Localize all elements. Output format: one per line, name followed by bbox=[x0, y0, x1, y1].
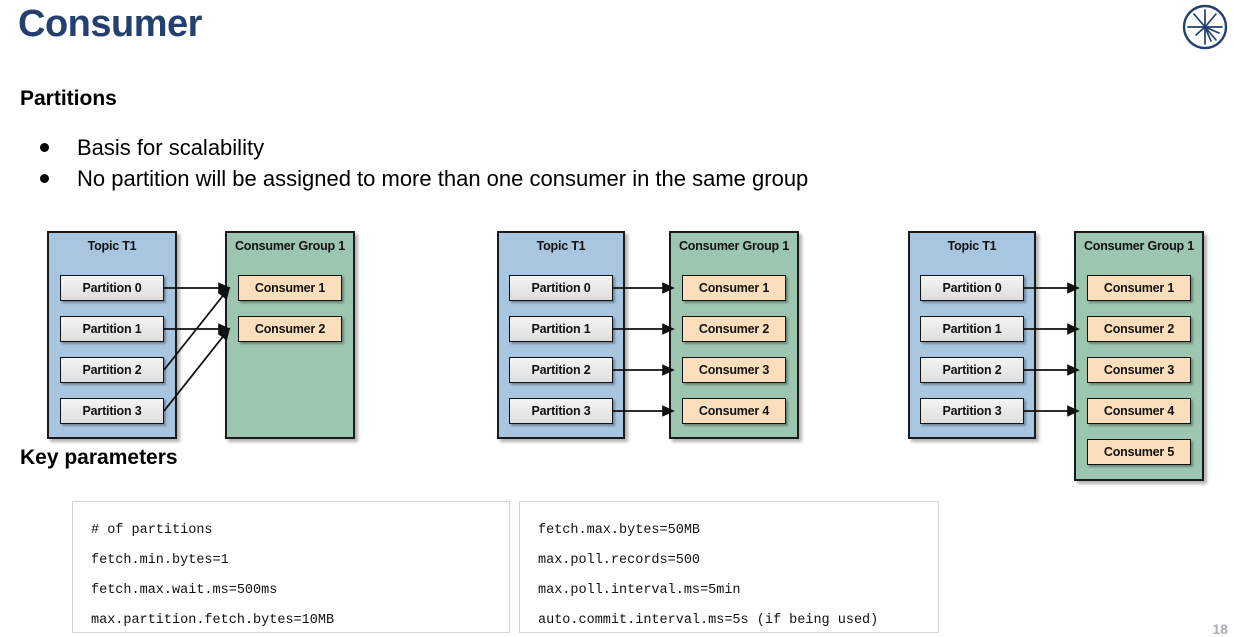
config-line: max.poll.interval.ms=5min bbox=[538, 583, 741, 598]
starburst-circle-logo bbox=[1182, 4, 1228, 50]
partition-node: Partition 2 bbox=[509, 357, 613, 383]
section-heading-key-parameters: Key parameters bbox=[20, 446, 178, 469]
consumer-node: Consumer 1 bbox=[1087, 275, 1191, 301]
consumer-group-panel-title: Consumer Group 1 bbox=[1083, 239, 1194, 253]
partition-node: Partition 1 bbox=[60, 316, 164, 342]
topic-panel-title: Topic T1 bbox=[536, 239, 586, 253]
consumer-node: Consumer 4 bbox=[682, 398, 786, 424]
bullet-item: Basis for scalability bbox=[40, 132, 1040, 163]
config-line: fetch.max.bytes=50MB bbox=[538, 523, 701, 538]
config-line: max.poll.records=500 bbox=[538, 553, 701, 568]
code-box-consumer-config-left: # of partitions fetch.min.bytes=1 fetch.ma… bbox=[72, 501, 510, 633]
bullet-dot-icon bbox=[40, 143, 49, 152]
code-box-consumer-config-right: fetch.max.bytes=50MB max.poll.records=500… bbox=[519, 501, 939, 633]
partition-node: Partition 3 bbox=[60, 398, 164, 424]
partition-node: Partition 0 bbox=[920, 275, 1024, 301]
bullet-text: Basis for scalability bbox=[77, 135, 265, 160]
bullet-dot-icon bbox=[40, 174, 49, 183]
page-title: Consumer bbox=[18, 3, 202, 45]
consumer-node: Consumer 3 bbox=[1087, 357, 1191, 383]
consumer-node: Consumer 1 bbox=[682, 275, 786, 301]
consumer-node: Consumer 2 bbox=[682, 316, 786, 342]
topic-panel-title: Topic T1 bbox=[947, 239, 997, 253]
section-heading-partitions: Partitions bbox=[20, 87, 117, 110]
config-line: # of partitions bbox=[91, 523, 213, 538]
partition-node: Partition 2 bbox=[60, 357, 164, 383]
topic-panel-title: Topic T1 bbox=[87, 239, 137, 253]
consumer-node: Consumer 5 bbox=[1087, 439, 1191, 465]
consumer-node: Consumer 4 bbox=[1087, 398, 1191, 424]
partition-node: Partition 3 bbox=[509, 398, 613, 424]
consumer-node: Consumer 2 bbox=[238, 316, 342, 342]
partition-node: Partition 3 bbox=[920, 398, 1024, 424]
partition-node: Partition 0 bbox=[60, 275, 164, 301]
bullet-item: No partition will be assigned to more th… bbox=[40, 163, 1040, 194]
page-number: 18 bbox=[1212, 621, 1228, 637]
partition-node: Partition 1 bbox=[920, 316, 1024, 342]
consumer-group-panel-title: Consumer Group 1 bbox=[678, 239, 789, 253]
config-line: fetch.min.bytes=1 bbox=[91, 553, 229, 568]
consumer-group-panel-title: Consumer Group 1 bbox=[234, 239, 345, 253]
bullet-text: No partition will be assigned to more th… bbox=[77, 166, 809, 191]
config-line: auto.commit.interval.ms=5s (if being use… bbox=[538, 613, 879, 628]
partition-node: Partition 2 bbox=[920, 357, 1024, 383]
partition-node: Partition 0 bbox=[509, 275, 613, 301]
consumer-node: Consumer 2 bbox=[1087, 316, 1191, 342]
consumer-node: Consumer 1 bbox=[238, 275, 342, 301]
bullet-list: Basis for scalability No partition will b… bbox=[40, 132, 1040, 194]
config-line: fetch.max.wait.ms=500ms bbox=[91, 583, 278, 598]
config-line: max.partition.fetch.bytes=10MB bbox=[91, 613, 335, 628]
consumer-node: Consumer 3 bbox=[682, 357, 786, 383]
partition-node: Partition 1 bbox=[509, 316, 613, 342]
